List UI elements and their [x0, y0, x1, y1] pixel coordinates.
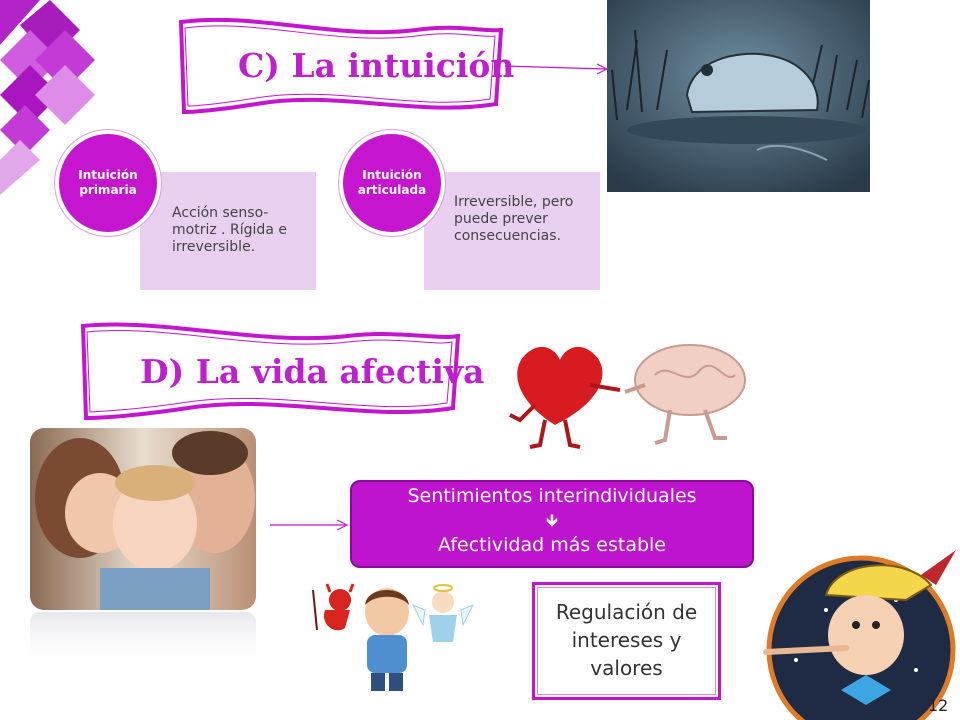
feelings-box-top: Sentimientos interindividuales: [407, 485, 697, 507]
primary-intuition-label: Intuición primaria: [78, 168, 138, 197]
feelings-box: Sentimientos interindividuales 🡻 Afectiv…: [350, 480, 754, 568]
primary-description: Acción senso-motriz . Rígida e irreversi…: [172, 205, 287, 255]
down-arrow-icon: 🡻: [545, 511, 559, 531]
section-d-title: D) La vida afectiva: [140, 352, 485, 391]
pinocchio-illustration: [763, 550, 956, 720]
articulated-description: Irreversible, pero puede prever consecue…: [454, 194, 574, 244]
banner-d-frame: [80, 322, 461, 421]
family-photo-reflection: [30, 612, 256, 670]
arrow-to-frog: [505, 63, 609, 75]
primary-description-box: [140, 172, 316, 290]
regulation-text: Regulación de intereses y valores: [555, 600, 698, 680]
heart-brain-illustration: [509, 344, 746, 449]
articulated-intuition-circle: Intuición articulada: [339, 130, 445, 236]
feelings-box-bottom: Afectividad más estable: [438, 534, 666, 556]
articulated-description-box: [424, 172, 600, 290]
section-c-title: C) La intuición: [238, 46, 515, 85]
frog-illustration: [607, 0, 870, 192]
page-number: 12: [928, 696, 949, 715]
primary-intuition-circle: Intuición primaria: [55, 130, 161, 236]
banner-c-frame: [178, 17, 504, 115]
boy-devil-angel-illustration: [312, 583, 475, 691]
family-photo: [30, 428, 256, 610]
articulated-intuition-label: Intuición articulada: [357, 168, 427, 197]
regulation-box: Regulación de intereses y valores: [532, 582, 721, 700]
corner-decoration: [0, 0, 95, 195]
arrow-to-feelings: [270, 519, 349, 531]
